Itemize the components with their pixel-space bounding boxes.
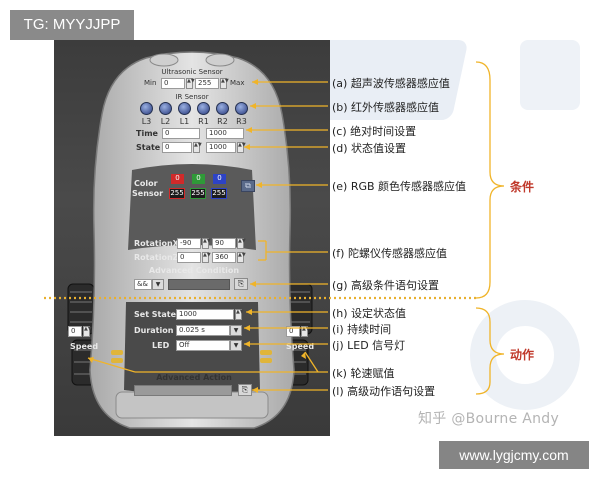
annotation-g: (g) 高级条件语句设置 [332, 279, 440, 292]
ir-label-l1: L1 [179, 117, 190, 126]
watermark-bottom-right: www.lygjcmy.com [439, 441, 589, 469]
right-speed-label: Speed [286, 342, 315, 351]
red-channel-box: 0 [171, 174, 184, 184]
right-speed-spinner[interactable]: ▲▼ [301, 326, 310, 337]
state-label: State [136, 143, 161, 152]
left-speed-field[interactable]: 0 [68, 326, 82, 337]
duration-label: Duration [134, 326, 174, 335]
rotation-z-max-spinner[interactable]: ▲▼ [237, 252, 246, 263]
rotation-z-max-field[interactable]: 360 [212, 252, 236, 263]
ultrasonic-min-spinner[interactable]: ▲▼ [186, 78, 195, 89]
time-end-field[interactable]: 1000 [206, 128, 244, 139]
led-label: LED [152, 341, 170, 350]
left-speed-label: Speed [70, 342, 99, 351]
ultrasonic-max-spinner[interactable]: ▲▼ [220, 78, 229, 89]
state-start-field[interactable]: 0 [162, 142, 192, 153]
green-channel-box: 0 [192, 174, 205, 184]
duration-select[interactable]: 0.025 s [176, 325, 230, 336]
ultrasonic-title: Ultrasonic Sensor [161, 68, 223, 76]
condition-category-label: 条件 [510, 180, 535, 194]
ir-label-r2: R2 [217, 117, 228, 126]
color-picker-icon[interactable]: ⧉ [241, 180, 255, 192]
right-speed-field[interactable]: 0 [286, 326, 300, 337]
chevron-down-icon[interactable]: ▼ [230, 340, 242, 351]
ir-sensor-r3 [235, 102, 248, 115]
blue-channel-box: 0 [213, 174, 226, 184]
color-sensor-label-2: Sensor [132, 189, 164, 198]
rotation-x-max-spinner[interactable]: ▲▼ [237, 238, 246, 249]
ultrasonic-min-field[interactable]: 0 [161, 78, 185, 89]
edit-condition-icon[interactable]: ⎘ [234, 278, 248, 290]
watermark-zhihu: 知乎 @Bourne Andy [418, 411, 560, 427]
condition-operator-select[interactable]: && [134, 279, 152, 290]
background-decoration [520, 40, 580, 110]
ultrasonic-max-label: Max [230, 79, 245, 87]
annotation-a: (a) 超声波传感器感应值 [332, 77, 450, 90]
time-start-field[interactable]: 0 [162, 128, 200, 139]
rotation-z-min-field[interactable]: 0 [177, 252, 201, 263]
advanced-action-title: Advanced Action [156, 373, 232, 382]
annotation-k: (k) 轮速赋值 [332, 367, 395, 380]
annotation-l: (l) 高级动作语句设置 [332, 385, 436, 398]
rotation-z-min-spinner[interactable]: ▲▼ [202, 252, 211, 263]
state-end-spinner[interactable]: ▲▼ [237, 142, 246, 153]
green-value: 255 [190, 188, 206, 199]
ir-sensor-r1 [197, 102, 210, 115]
advanced-condition-title: Advanced Condition [148, 266, 240, 275]
led-select[interactable]: Off [176, 340, 230, 351]
ir-sensor-r2 [216, 102, 229, 115]
advanced-condition-field[interactable] [168, 279, 230, 290]
ir-sensor-l1 [178, 102, 191, 115]
annotation-b: (b) 红外传感器感应值 [332, 101, 440, 114]
rotation-z-label: RotationZ [134, 253, 179, 262]
ir-title: IR Sensor [175, 93, 209, 101]
chevron-down-icon[interactable]: ▼ [152, 279, 164, 290]
set-state-field[interactable]: 1000 [176, 309, 234, 320]
time-label: Time [136, 129, 158, 138]
ir-label-l2: L2 [160, 117, 171, 126]
set-state-label: Set State [134, 310, 177, 319]
annotation-h: (h) 设定状态值 [332, 307, 407, 320]
annotation-c: (c) 绝对时间设置 [332, 125, 417, 138]
state-start-spinner[interactable]: ▲▼ [193, 142, 202, 153]
left-speed-spinner[interactable]: ▲▼ [83, 326, 92, 337]
watermark-top-left: TG: MYYJJPP [10, 10, 134, 40]
blue-value: 255 [211, 188, 227, 199]
ultrasonic-max-field[interactable]: 255 [195, 78, 219, 89]
set-state-spinner[interactable]: ▲▼ [235, 309, 244, 320]
red-value: 255 [169, 188, 185, 199]
advanced-action-field[interactable] [134, 385, 232, 396]
rotation-x-max-field[interactable]: 90 [212, 238, 236, 249]
rotation-x-label: RotationX [134, 239, 179, 248]
ir-sensor-l3 [140, 102, 153, 115]
edit-action-icon[interactable]: ⎘ [238, 384, 252, 396]
annotation-j: (j) LED 信号灯 [332, 339, 406, 352]
ultrasonic-min-label: Min [144, 79, 157, 87]
ir-label-r1: R1 [198, 117, 209, 126]
chevron-down-icon[interactable]: ▼ [230, 325, 242, 336]
ir-sensor-l2 [159, 102, 172, 115]
state-end-field[interactable]: 1000 [206, 142, 236, 153]
annotation-d: (d) 状态值设置 [332, 142, 407, 155]
color-sensor-label-1: Color [134, 179, 158, 188]
annotation-e: (e) RGB 颜色传感器感应值 [332, 180, 467, 193]
annotation-f: (f) 陀螺仪传感器感应值 [332, 247, 447, 260]
ir-label-l3: L3 [141, 117, 152, 126]
annotation-i: (i) 持续时间 [332, 323, 392, 336]
rotation-x-min-field[interactable]: -90 [177, 238, 201, 249]
rotation-x-min-spinner[interactable]: ▲▼ [202, 238, 211, 249]
action-category-label: 动作 [510, 348, 535, 362]
ir-label-r3: R3 [236, 117, 247, 126]
robot-car-panel: Ultrasonic Sensor Min 0 ▲▼ 255 ▲▼ Max IR… [54, 40, 330, 436]
